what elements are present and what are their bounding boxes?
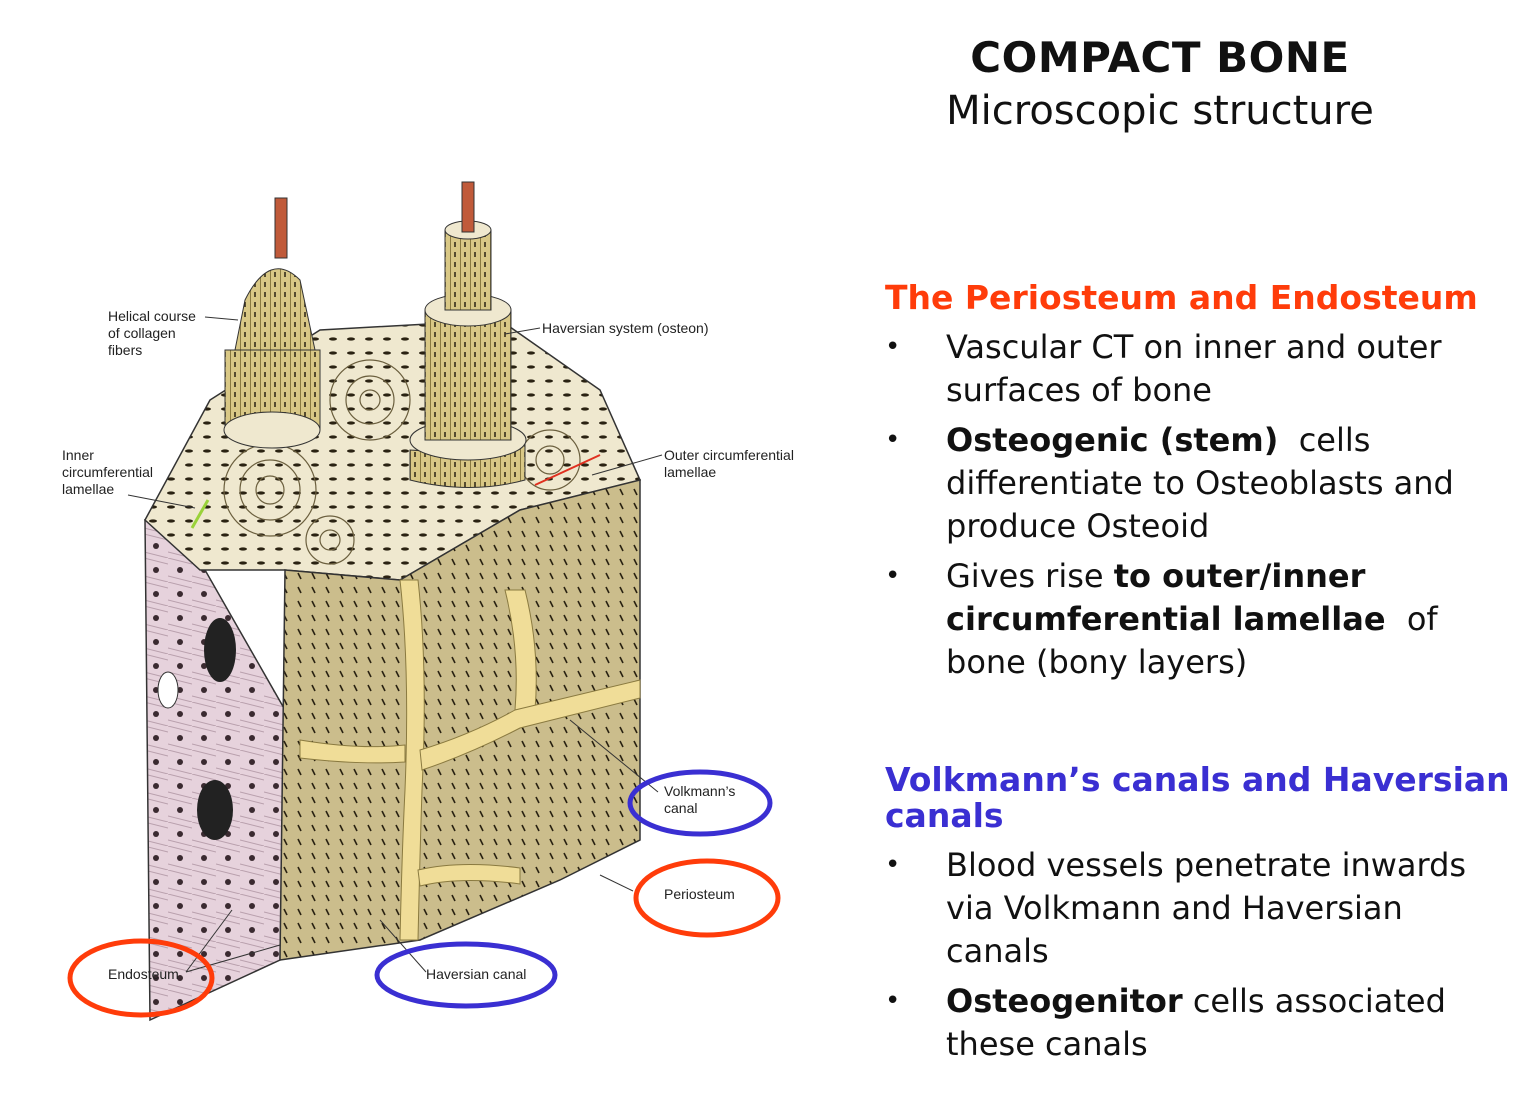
bullet-dot-icon: • bbox=[885, 332, 901, 362]
bullet-item: •Blood vessels penetrate inwards via Vol… bbox=[885, 846, 1467, 970]
title-block: COMPACT BONE Microscopic structure bbox=[900, 30, 1420, 136]
volkmann-highlight-circle bbox=[627, 769, 773, 837]
helical-collagen-top bbox=[223, 411, 321, 449]
bullet-item: •Osteogenic (stem) cells differentiate t… bbox=[885, 421, 1465, 545]
page-subtitle: Microscopic structure bbox=[946, 88, 1374, 134]
canals-section: Volkmann’s canals and Haversian canals •… bbox=[885, 762, 1515, 1073]
label-haversian-system: Haversian system (osteon) bbox=[542, 320, 709, 336]
periosteum-highlight-circle bbox=[633, 858, 781, 938]
volkmann-canal-shape bbox=[417, 863, 521, 887]
bullet-dot-icon: • bbox=[885, 561, 901, 591]
endosteum-highlight-circle bbox=[67, 938, 215, 1018]
page-title: COMPACT BONE bbox=[970, 33, 1350, 82]
volkmann-canal-shape bbox=[299, 739, 406, 764]
bone-front-face bbox=[279, 479, 641, 961]
label-periosteum: Periosteum bbox=[664, 886, 735, 902]
endosteum-cavity bbox=[157, 671, 179, 709]
blood-vessel-core bbox=[461, 181, 475, 233]
bullet-item: •Gives rise to outer/inner circumferenti… bbox=[885, 557, 1448, 681]
outer-lamellae-marker bbox=[534, 454, 601, 486]
bullet-item: •Osteogenitor cells associated these can… bbox=[885, 982, 1457, 1063]
canals-heading: Volkmann’s canals and Haversian canals bbox=[885, 760, 1510, 835]
endosteum-cavity bbox=[204, 618, 236, 682]
osteon-cylinder bbox=[424, 309, 512, 441]
bullet-dot-icon: • bbox=[885, 986, 901, 1016]
label-haversian-canal: Haversian canal bbox=[426, 966, 526, 982]
blood-vessel-core bbox=[274, 197, 288, 259]
volkmann-canal-shape bbox=[419, 679, 641, 771]
periosteum-bullets: •Vascular CT on inner and outer surfaces… bbox=[885, 326, 1515, 684]
helical-collagen-cylinder bbox=[234, 268, 316, 351]
osteon-cylinder bbox=[444, 229, 492, 311]
osteon-rings bbox=[223, 359, 581, 565]
haversian-canal-highlight-circle bbox=[374, 941, 558, 1009]
inner-lamellae-marker bbox=[190, 499, 210, 529]
canals-bullets: •Blood vessels penetrate inwards via Vol… bbox=[885, 844, 1515, 1066]
bullet-dot-icon: • bbox=[885, 425, 901, 455]
haversian-canal-shape bbox=[399, 579, 425, 941]
periosteum-heading: The Periosteum and Endosteum bbox=[885, 278, 1478, 317]
endosteum-cavity bbox=[197, 780, 233, 840]
bullet-dot-icon: • bbox=[885, 850, 901, 880]
label-endosteum: Endosteum bbox=[108, 966, 179, 982]
leader-lines bbox=[127, 316, 663, 973]
periosteum-section: The Periosteum and Endosteum •Vascular C… bbox=[885, 280, 1515, 691]
bullet-item: •Vascular CT on inner and outer surfaces… bbox=[885, 328, 1442, 409]
